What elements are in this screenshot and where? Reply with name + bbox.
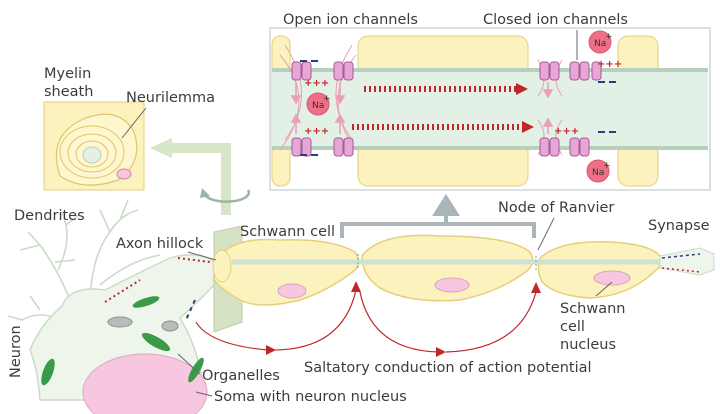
- zoom-arrow-left: [150, 138, 231, 215]
- leader-axon-hillock: [187, 251, 217, 261]
- sodium-label: Na: [312, 101, 324, 111]
- label-open-ion-channels: Open ion channels: [283, 12, 418, 28]
- charge-positive: +++: [554, 126, 579, 137]
- label-schwann-nucleus-2: cell: [560, 319, 585, 335]
- leader-neurilemma: [121, 107, 147, 139]
- label-schwann-cell: Schwann cell: [240, 224, 335, 240]
- label-saltatory-conduction: Saltatory conduction of action potential: [304, 360, 592, 376]
- leader-soma: [195, 391, 213, 397]
- schwann-segment-3: [537, 241, 663, 299]
- ion-channels-bottom: [291, 137, 590, 157]
- sodium-ion: Na +: [586, 159, 611, 183]
- ion-flow-arrows: [290, 82, 554, 134]
- label-soma: Soma with neuron nucleus: [214, 389, 407, 405]
- saltatory-arcs: [195, 281, 541, 357]
- sodium-charge: +: [323, 94, 331, 104]
- schwann-nuclei: [277, 270, 631, 299]
- sodium-label: Na: [592, 168, 604, 178]
- sodium-charge: +: [605, 32, 613, 42]
- sodium-charge: +: [603, 161, 611, 171]
- label-schwann-nucleus-3: nucleus: [560, 337, 616, 353]
- leader-node-of-ranvier: [537, 217, 555, 251]
- hillock-disc: [212, 249, 232, 283]
- rotation-arrow: [200, 188, 251, 203]
- label-schwann-nucleus-1: Schwann: [560, 301, 626, 317]
- label-synapse: Synapse: [648, 218, 710, 234]
- signal-arrow-top: [364, 83, 528, 95]
- hillock-charges: [104, 257, 211, 321]
- sodium-ion: Na +: [306, 92, 331, 116]
- leader-schwann-nucleus: [595, 281, 613, 297]
- sodium-ion: Na +: [588, 30, 613, 54]
- charge-positive: +++: [304, 78, 329, 89]
- zoom-arrow-up: [340, 194, 536, 238]
- label-neuron: Neuron: [8, 325, 24, 378]
- label-myelin: Myelin: [44, 66, 91, 82]
- ion-channels-top: [291, 61, 602, 81]
- signal-arrow-bottom: [352, 121, 534, 133]
- label-node-of-ranvier: Node of Ranvier: [498, 200, 614, 216]
- organelles: [41, 296, 204, 386]
- label-dendrites: Dendrites: [14, 208, 85, 224]
- schwann-segment-1: [213, 238, 360, 306]
- label-neurilemma: Neurilemma: [126, 90, 215, 106]
- ion-channel-inset: +++ +++ +++ +++ Na + Na + Na +: [269, 27, 711, 191]
- neuron-nucleus: [82, 353, 208, 414]
- label-axon-hillock: Axon hillock: [116, 236, 204, 252]
- label-sheath: sheath: [44, 84, 93, 100]
- myelin-cross-section: [43, 101, 145, 191]
- nodes-of-ranvier: [357, 254, 537, 270]
- charge-positive: +++: [597, 59, 622, 70]
- sodium-label: Na: [594, 39, 606, 49]
- schwann-segment-2: [361, 234, 534, 302]
- charge-negative-marks: [300, 60, 616, 156]
- synapse-terminal: [659, 247, 715, 276]
- inset-axon: [272, 70, 708, 148]
- label-closed-ion-channels: Closed ion channels: [483, 12, 628, 28]
- charge-positive: +++: [304, 126, 329, 137]
- label-organelles: Organelles: [202, 368, 280, 384]
- leader-organelles: [177, 353, 201, 375]
